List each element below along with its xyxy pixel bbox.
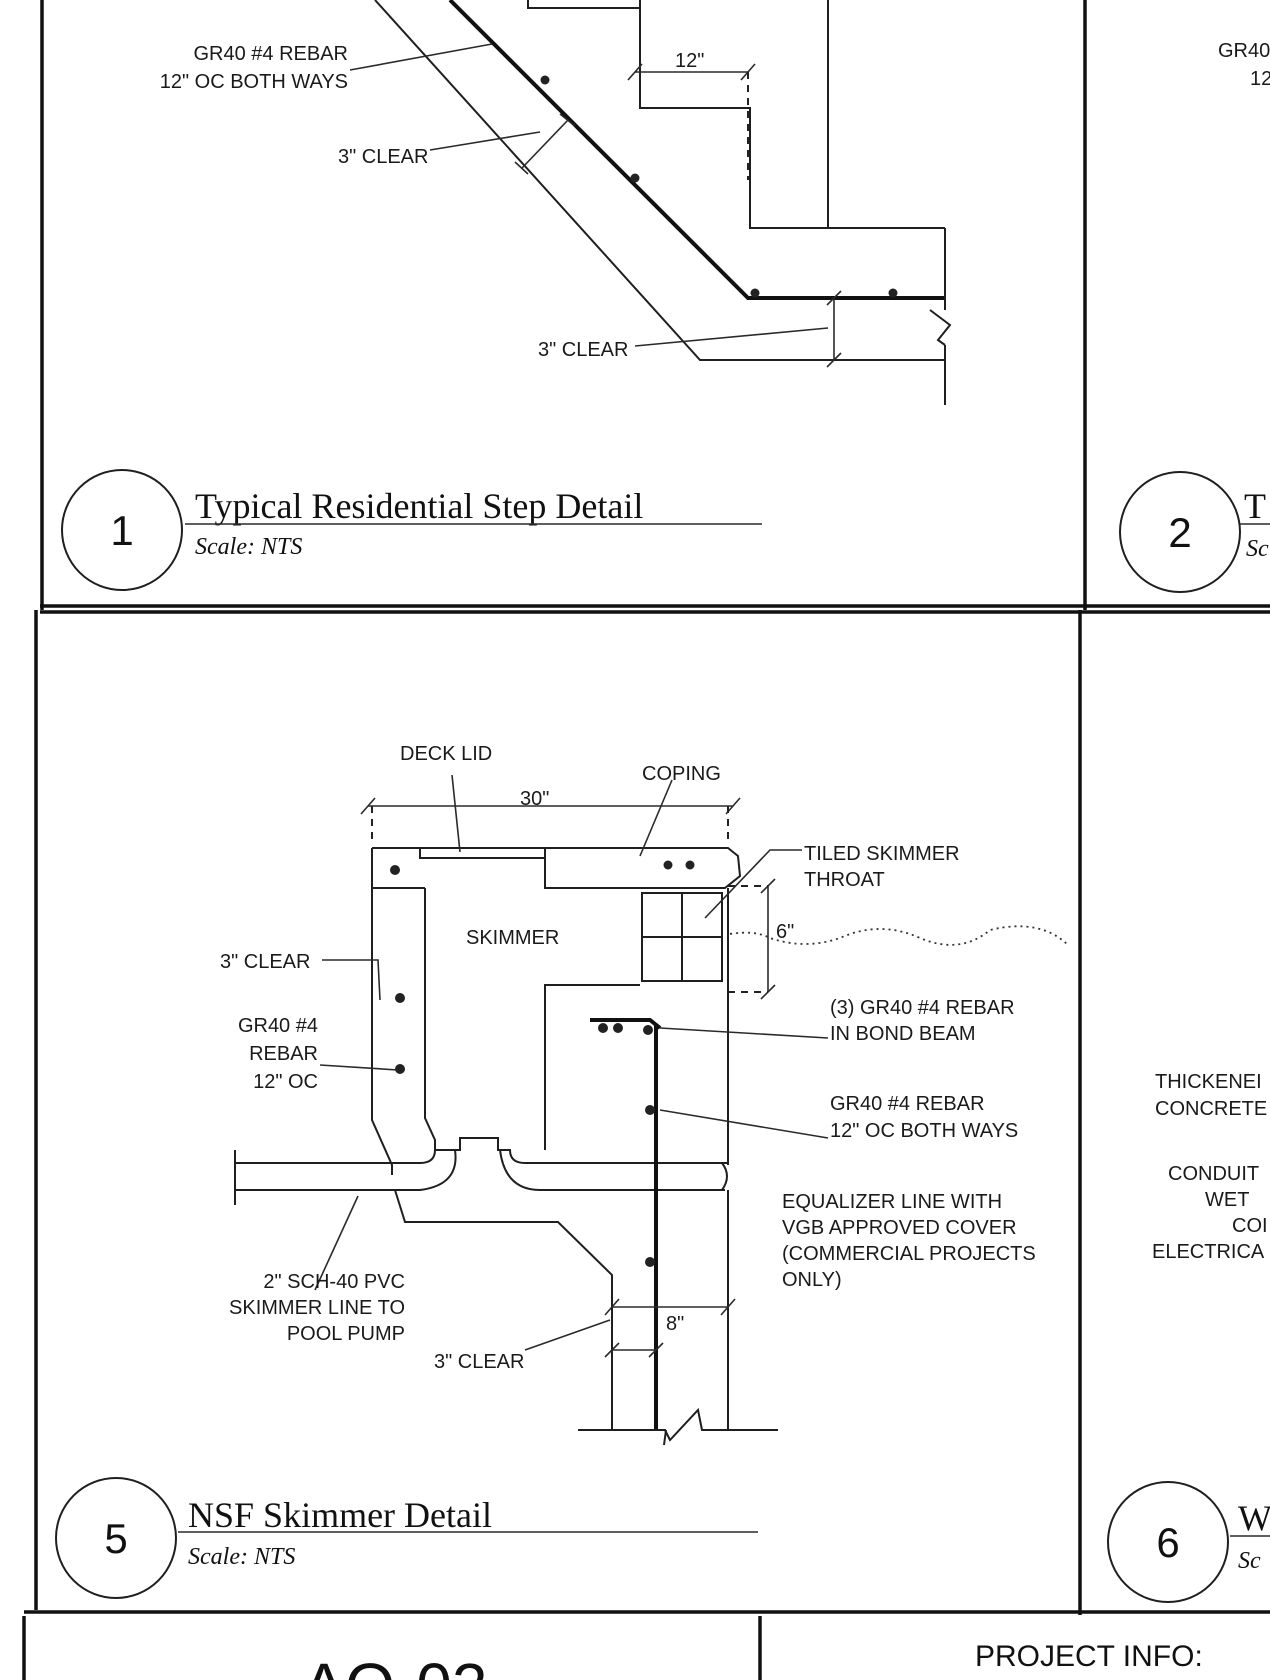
skimmer-equalizer-1: EQUALIZER LINE WITH <box>782 1191 1002 1213</box>
detail-6-conduit-2: WET <box>1205 1189 1249 1211</box>
detail-6-title-partial: W <box>1238 1498 1270 1538</box>
rebar-dot <box>888 288 898 298</box>
skimmer-tiled-throat-1: TILED SKIMMER <box>804 843 960 865</box>
detail-1-scale: Scale: NTS <box>195 534 302 560</box>
step-dim-12: 12" <box>675 50 704 72</box>
skimmer-rebar-left-2: REBAR <box>249 1043 318 1065</box>
skimmer-bond-beam-2: IN BOND BEAM <box>830 1023 976 1045</box>
step-clear-upper: 3" CLEAR <box>338 146 428 168</box>
skimmer-deck-lid: DECK LID <box>400 743 492 765</box>
step-rebar-label-1: GR40 #4 REBAR <box>193 43 348 65</box>
title-block: AQ-02 PROJECT INFO: <box>303 1640 1203 1680</box>
detail-6-number-circle <box>1107 1481 1229 1603</box>
detail-6-thickened-1: THICKENEI <box>1155 1071 1262 1093</box>
detail-5-title: NSF Skimmer Detail <box>188 1495 492 1535</box>
detail-6-conduit-3: COI <box>1232 1215 1268 1237</box>
detail-2-title-partial: T <box>1244 486 1266 526</box>
detail-2-number: 2 <box>1168 509 1191 556</box>
skimmer-clear-bottom: 3" CLEAR <box>434 1351 524 1373</box>
detail-2-partial: GR40 12 2 T Sc <box>1119 40 1270 593</box>
detail-6-partial: THICKENEI CONCRETE CONDUIT WET COI ELECT… <box>1107 1071 1270 1603</box>
detail-1-title: Typical Residential Step Detail <box>195 486 643 526</box>
detail-6-conduit-4: ELECTRICA <box>1152 1241 1265 1263</box>
rebar-dot <box>750 288 760 298</box>
skimmer-pvc-2: SKIMMER LINE TO <box>229 1297 405 1319</box>
skimmer-tiled-throat-2: THROAT <box>804 869 885 891</box>
detail-2-number-circle <box>1119 471 1241 593</box>
skimmer-rebar-left-3: 12" OC <box>253 1071 318 1093</box>
skimmer-dim-8: 8" <box>666 1313 684 1335</box>
skimmer-coping: COPING <box>642 763 721 785</box>
skimmer-rebar-left-1: GR40 #4 <box>238 1015 318 1037</box>
detail-2-rebar-partial-1: GR40 <box>1218 40 1270 62</box>
skimmer-dim-6: 6" <box>776 921 794 943</box>
skimmer-clear-top: 3" CLEAR <box>220 951 310 973</box>
skimmer-equalizer-3: (COMMERCIAL PROJECTS <box>782 1243 1036 1265</box>
detail-5-skimmer: 30" 6" <box>55 743 1069 1599</box>
detail-6-number: 6 <box>1156 1519 1179 1566</box>
project-info-label: PROJECT INFO: <box>975 1640 1203 1673</box>
skimmer-bond-beam-1: (3) GR40 #4 REBAR <box>830 997 1015 1019</box>
detail-1-number-circle <box>61 469 183 591</box>
detail-6-scale-partial: Sc <box>1238 1548 1261 1574</box>
skimmer-pvc-1: 2" SCH-40 PVC <box>263 1271 405 1293</box>
detail-6-thickened-2: CONCRETE <box>1155 1098 1267 1120</box>
skimmer-pvc-3: POOL PUMP <box>287 1323 405 1345</box>
detail-1-step: 12" GR40 #4 REBAR 12" OC BOTH WAYS 3" CL… <box>61 0 952 591</box>
skimmer-rebar-right-2: 12" OC BOTH WAYS <box>830 1120 1018 1142</box>
sheet-border <box>22 0 1270 1680</box>
detail-2-scale-partial: Sc <box>1246 536 1269 562</box>
rebar-dot <box>540 75 550 85</box>
detail-5-scale: Scale: NTS <box>188 1544 295 1570</box>
skimmer-equalizer-4: ONLY) <box>782 1269 842 1291</box>
detail-5-number-circle <box>55 1477 177 1599</box>
skimmer-label: SKIMMER <box>466 927 559 949</box>
step-rebar-label-2: 12" OC BOTH WAYS <box>160 71 348 93</box>
step-clear-lower: 3" CLEAR <box>538 339 628 361</box>
skimmer-rebar-right-1: GR40 #4 REBAR <box>830 1093 985 1115</box>
detail-6-conduit-1: CONDUIT <box>1168 1163 1259 1185</box>
detail-1-number: 1 <box>110 507 133 554</box>
skimmer-dim-30: 30" <box>520 788 549 810</box>
detail-2-rebar-partial-2: 12 <box>1250 68 1270 90</box>
detail-5-number: 5 <box>104 1515 127 1562</box>
rebar-dot <box>630 173 640 183</box>
skimmer-equalizer-2: VGB APPROVED COVER <box>782 1217 1017 1239</box>
sheet-number: AQ-02 <box>303 1650 488 1680</box>
